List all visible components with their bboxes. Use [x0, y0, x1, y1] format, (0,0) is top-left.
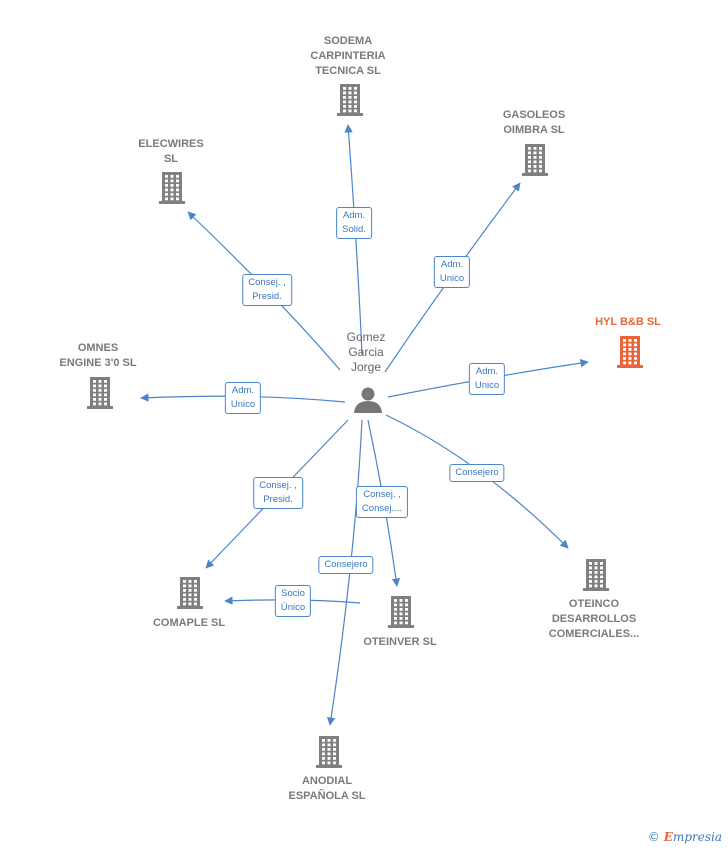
relation-label-gasoleos[interactable]: Adm. Unico: [433, 256, 471, 288]
relation-label-anodial[interactable]: Consejero: [318, 556, 374, 574]
company-label-oteinco[interactable]: OTEINCO DESARROLLOS COMERCIALES...: [548, 598, 640, 640]
relation-label-sodema[interactable]: Adm. Solid.: [336, 207, 372, 239]
edge-sodema: [344, 124, 363, 356]
building-icon[interactable]: [177, 577, 203, 609]
building-icon[interactable]: [159, 172, 185, 204]
person-icon[interactable]: [354, 387, 382, 414]
relation-label-omnes[interactable]: Adm. Unico: [224, 382, 262, 414]
brand-name: mpresia: [672, 830, 722, 844]
company-label-comaple[interactable]: COMAPLE SL: [152, 617, 226, 629]
brand-initial: E: [663, 830, 673, 844]
brand-watermark: ©Empresia: [648, 830, 722, 844]
building-icon[interactable]: [316, 736, 342, 768]
company-label-sodema[interactable]: SODEMA CARPINTERIA TECNICA SL: [310, 35, 386, 77]
building-icon[interactable]: [87, 377, 113, 409]
relation-label-oteinver-comaple[interactable]: Socio Único: [274, 585, 312, 617]
relation-label-elecwires[interactable]: Consej. , Presid.: [242, 274, 292, 306]
building-icon[interactable]: [388, 596, 414, 628]
building-icon[interactable]: [617, 336, 643, 368]
company-label-gasoleos[interactable]: GASOLEOS OIMBRA SL: [502, 109, 566, 136]
relation-label-oteinver[interactable]: Consej. , Consej....: [355, 486, 409, 518]
copyright-icon: ©: [647, 830, 660, 844]
relation-label-comaple[interactable]: Consej. , Presid.: [253, 477, 303, 509]
building-icon[interactable]: [583, 559, 609, 591]
relation-label-oteinco[interactable]: Consejero: [449, 464, 505, 482]
company-label-omnes[interactable]: OMNES ENGINE 3'0 SL: [59, 342, 137, 369]
company-label-elecwires[interactable]: ELECWIRES SL: [138, 138, 204, 165]
company-label-hyl[interactable]: HYL B&B SL: [595, 316, 661, 328]
relation-label-hyl[interactable]: Adm. Unico: [468, 363, 506, 395]
building-icon[interactable]: [337, 84, 363, 116]
building-icon[interactable]: [522, 144, 548, 176]
person-name-label[interactable]: Gomez Garcia Jorge: [346, 330, 386, 374]
company-label-oteinver[interactable]: OTEINVER SL: [363, 636, 437, 648]
company-label-anodial[interactable]: ANODIAL ESPAÑOLA SL: [288, 775, 366, 802]
